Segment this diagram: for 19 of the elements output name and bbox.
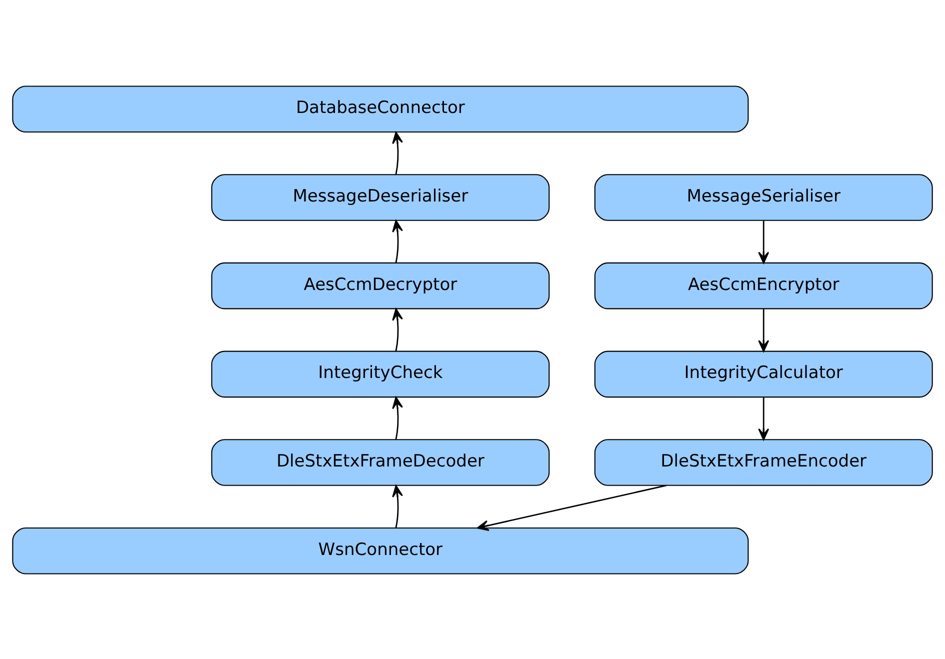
arrow [758,308,770,352]
arrow [392,308,403,351]
arrow [392,131,403,174]
arrow [392,484,403,528]
arrow [392,396,403,440]
node-box: DleStxEtxFrameEncoder [594,438,933,486]
node-box: AesCcmDecryptor [211,262,550,309]
arrow [476,484,667,530]
node-box: WsnConnector [12,526,749,574]
node-box: IntegrityCalculator [594,350,933,398]
node-box: MessageDeserialiser [211,174,550,220]
node-box: IntegrityCheck [211,350,550,398]
arrow [758,396,770,440]
node-box: AesCcmEncryptor [594,262,933,309]
node-box: MessageSerialiser [594,174,933,220]
arrow [758,220,770,264]
arrow [392,220,403,263]
node-box: DleStxEtxFrameDecoder [211,438,550,486]
node-box: DatabaseConnector [12,85,749,132]
